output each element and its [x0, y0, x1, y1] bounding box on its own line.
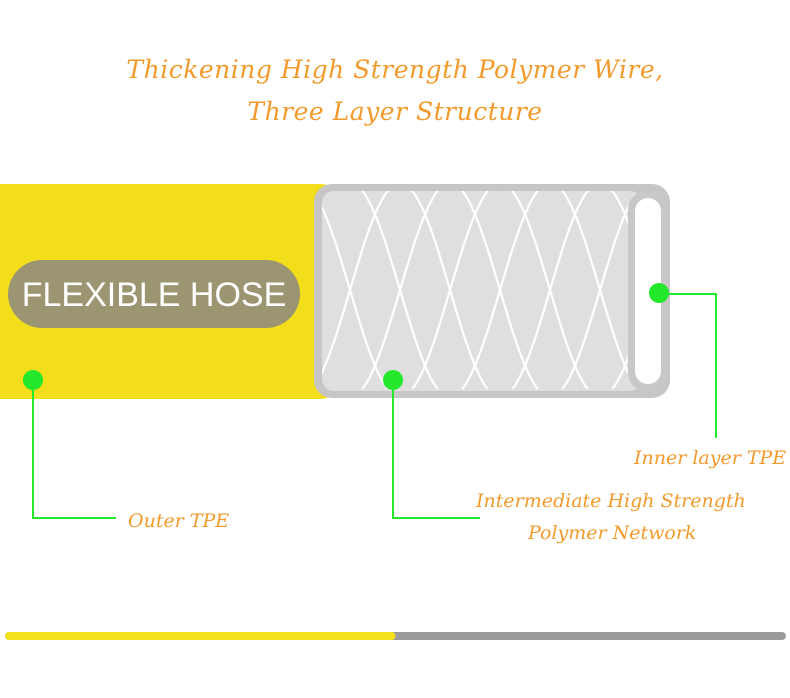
- intermediate-tube-body: [322, 191, 642, 391]
- flexible-hose-badge: [8, 260, 300, 328]
- mesh-strand: [510, 191, 590, 389]
- mesh-strand: [510, 191, 590, 389]
- progress-fill: [5, 632, 396, 640]
- inner-tpe-label: Inner layer TPE: [634, 447, 787, 469]
- intermediate-label-line-1: Intermediate High Strength: [476, 490, 746, 512]
- mesh-strand: [610, 191, 634, 242]
- mesh-strand: [322, 205, 390, 389]
- polymer-network-mesh: [322, 191, 634, 389]
- intermediate-marker-dot: [383, 370, 403, 390]
- outer-callout-line: [32, 380, 116, 519]
- mesh-strand: [460, 191, 540, 389]
- mesh-strand: [410, 191, 490, 389]
- inner-callout-line: [659, 293, 717, 438]
- diagram-title-line-1: Thickening High Strength Polymer Wire,: [126, 55, 664, 84]
- mesh-strand: [322, 191, 390, 375]
- outer-tpe-label: Outer TPE: [128, 510, 230, 532]
- flexible-hose-badge-text: FLEXIBLE HOSE: [22, 276, 287, 314]
- mesh-strand: [360, 191, 440, 389]
- mesh-strand: [460, 191, 540, 389]
- outer-marker-dot: [23, 370, 43, 390]
- mesh-strand: [360, 191, 440, 389]
- intermediate-callout-line: [392, 380, 480, 519]
- inner-marker-dot: [649, 283, 669, 303]
- intermediate-label-line-2: Polymer Network: [528, 522, 697, 544]
- diagram-title-line-2: Three Layer Structure: [247, 97, 543, 126]
- mesh-strand: [410, 191, 490, 389]
- inner-tpe-core: [635, 198, 661, 384]
- mesh-strand: [610, 338, 634, 389]
